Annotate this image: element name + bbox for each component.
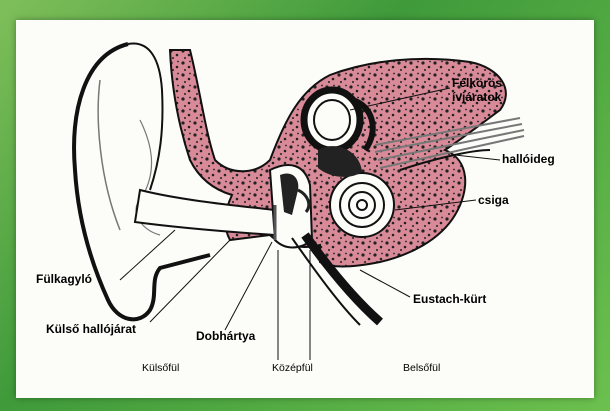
region-outer-ear: Külsőfül xyxy=(142,362,179,374)
label-eustachian-tube: Eustach-kürt xyxy=(413,292,486,306)
cochlea xyxy=(330,173,394,237)
label-auditory-nerve: hallóideg xyxy=(502,152,555,166)
region-inner-ear: Belsőfül xyxy=(403,362,440,374)
label-cochlea: csiga xyxy=(478,193,509,207)
label-ear-canal: Külső hallójárat xyxy=(46,322,136,336)
label-semicircular-canals: Félkörös ívjáratok xyxy=(452,76,502,104)
region-middle-ear: Középfül xyxy=(272,362,313,374)
label-eardrum: Dobhártya xyxy=(196,329,255,343)
label-pinna: Fülkagyló xyxy=(36,272,92,286)
